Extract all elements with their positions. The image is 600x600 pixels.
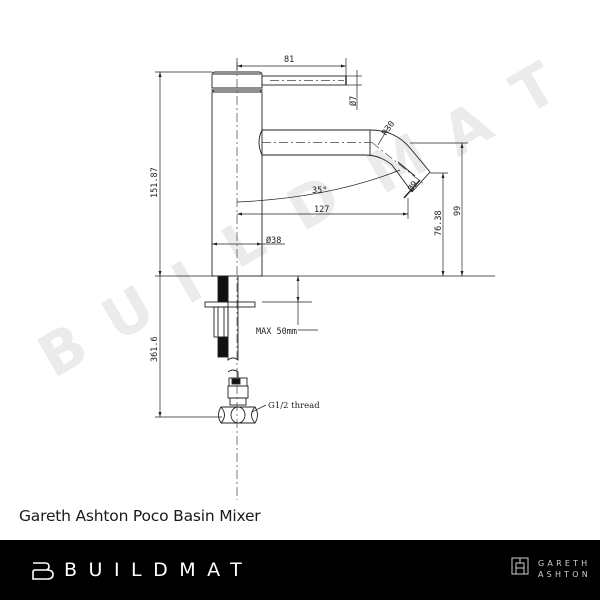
dim-below-bench-length: 361.6 [150,336,160,362]
dim-body-diameter: Ø38 [266,235,281,246]
dim-outlet-height: 76.38 [434,210,444,236]
dim-handle-length: 81 [284,55,294,65]
dim-spout-angle: 35° [312,186,327,196]
svg-text:A: A [431,88,504,169]
dim-spout-top-height: 99 [453,206,463,216]
buildmat-wordmark: BUILDMAT [64,559,254,581]
footer-bar: BUILDMAT GARETH ASHTON [0,540,600,600]
partner-line-1: GARETH [538,559,591,568]
gareth-ashton-wordmark: GARETH ASHTON [538,558,591,580]
product-title: Gareth Ashton Poco Basin Mixer [19,507,261,525]
svg-text:B: B [27,310,99,391]
technical-drawing: B U I L D M A T [27,49,569,500]
dim-spout-reach: 127 [314,205,329,215]
buildmat-logo-icon [32,562,54,580]
svg-text:D: D [276,161,352,244]
lever-handle [261,75,347,86]
partner-line-2: ASHTON [538,570,591,579]
spout [258,129,431,199]
dim-max-bench: MAX 50mm [256,327,297,337]
gareth-ashton-logo-icon [511,557,529,575]
svg-text:T: T [500,49,569,128]
dim-handle-diameter: Ø7 [348,96,359,106]
below-bench-assembly [204,275,258,424]
svg-text:M: M [356,120,440,208]
centerlines [236,62,426,500]
buildmat-watermark: B U I L D M A T [27,49,569,391]
dim-thread: G1/2 thread [268,401,320,411]
arrowheads [158,64,464,417]
dim-overall-height: 151.87 [150,167,160,198]
